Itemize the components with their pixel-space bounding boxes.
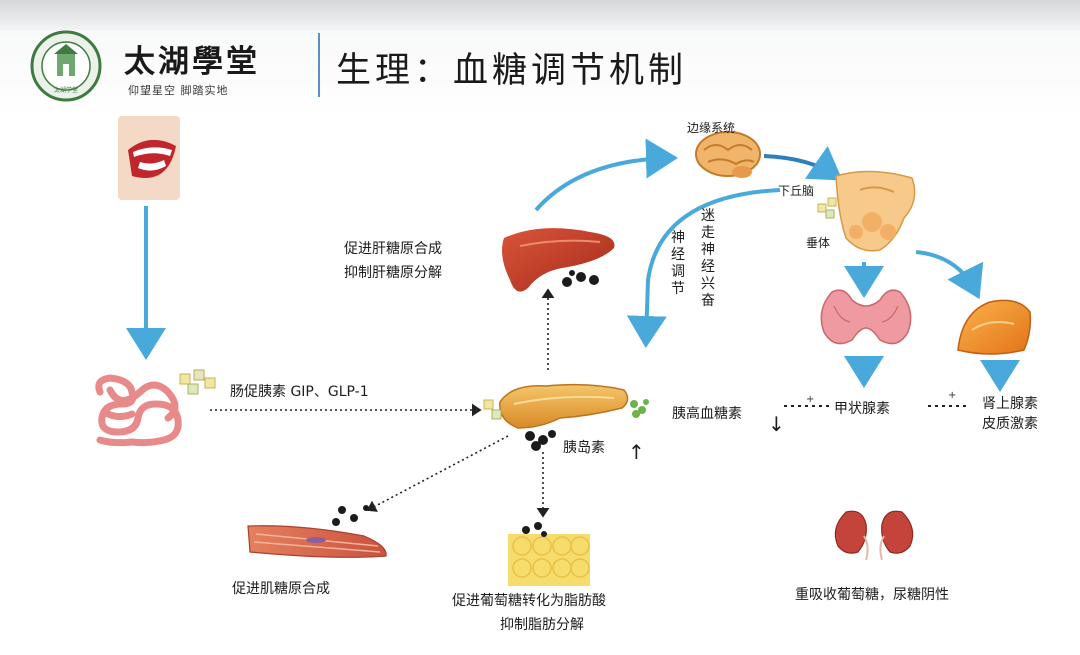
top-shade xyxy=(0,0,1080,30)
header-separator xyxy=(318,33,320,97)
plus-sign-2: + xyxy=(948,390,957,401)
fat-tissue-icon xyxy=(508,534,590,586)
kidney-effect-label: 重吸收葡萄糖，尿糖阴性 xyxy=(795,587,949,603)
incretins-label: 肠促胰素 GIP、GLP-1 xyxy=(230,384,369,400)
insulin-granules-muscle xyxy=(332,505,369,526)
muscle-icon xyxy=(247,525,387,558)
muscle-effect-label: 促进肌糖原合成 xyxy=(232,581,330,597)
liver-effect-label-2: 抑制肝糖原分解 xyxy=(344,265,442,281)
hypothalamus-pituitary-icon xyxy=(817,170,916,252)
mouth-icon xyxy=(118,116,180,200)
thyroid-hormone-label: 甲状腺素 xyxy=(834,401,890,417)
pituitary-label: 垂体 xyxy=(806,236,831,250)
glucagon-label: 胰高血糖素 xyxy=(672,406,742,422)
fat-effect-label-1: 促进葡萄糖转化为脂肪酸 xyxy=(452,593,606,609)
thyroid-icon xyxy=(820,289,912,345)
insulin-increase-arrow: ↑ xyxy=(628,440,645,464)
liver-effect-label-1: 促进肝糖原合成 xyxy=(344,241,442,257)
vagus-excitation-label: 迷走神经兴奋 xyxy=(701,208,715,309)
arrow-pancreas-to-muscle xyxy=(366,435,509,512)
arrow-hypothalamus-to-pancreas xyxy=(626,188,781,348)
hypothalamus-label: 下丘脑 xyxy=(778,184,815,198)
adrenocortical-label-2: 皮质激素 xyxy=(982,416,1038,432)
intestine-icon xyxy=(95,374,182,447)
insulin-label: 胰岛素 xyxy=(563,440,605,456)
arrow-limbic-to-hypothalamus xyxy=(763,145,843,181)
brain-icon xyxy=(695,131,761,178)
fat-effect-label-2: 抑制脂肪分解 xyxy=(500,617,584,633)
glucose-crystals-icon xyxy=(179,369,216,395)
limbic-system-label: 边缘系统 xyxy=(687,121,736,135)
kidney-icon xyxy=(834,510,914,561)
arrow-liver-to-limbic xyxy=(534,138,678,212)
neural-regulation-label: 神经调节 xyxy=(671,230,685,297)
logo-text: 太湖学堂 xyxy=(54,86,78,94)
glucagon-granules xyxy=(630,399,649,418)
page-title: 生理：血糖调节机制 xyxy=(336,51,688,91)
plus-sign-1: + xyxy=(806,394,815,405)
insulin-granules-liver xyxy=(562,270,599,287)
arrow-pituitary-to-adrenal xyxy=(915,250,984,300)
brand-slogan: 仰望星空 脚踏实地 xyxy=(128,84,229,97)
glucagon-decrease-arrow: ↓ xyxy=(768,412,785,436)
brand-name: 太湖學堂 xyxy=(124,44,260,80)
liver-icon xyxy=(502,228,615,292)
insulin-granules-fat xyxy=(522,522,547,537)
insulin-granules-pancreas xyxy=(525,430,556,451)
adrenocortical-label-1: 肾上腺素 xyxy=(982,396,1038,412)
pancreas-icon xyxy=(483,383,629,429)
school-logo: 太湖学堂 xyxy=(30,30,102,102)
adrenal-gland-icon xyxy=(957,299,1032,355)
